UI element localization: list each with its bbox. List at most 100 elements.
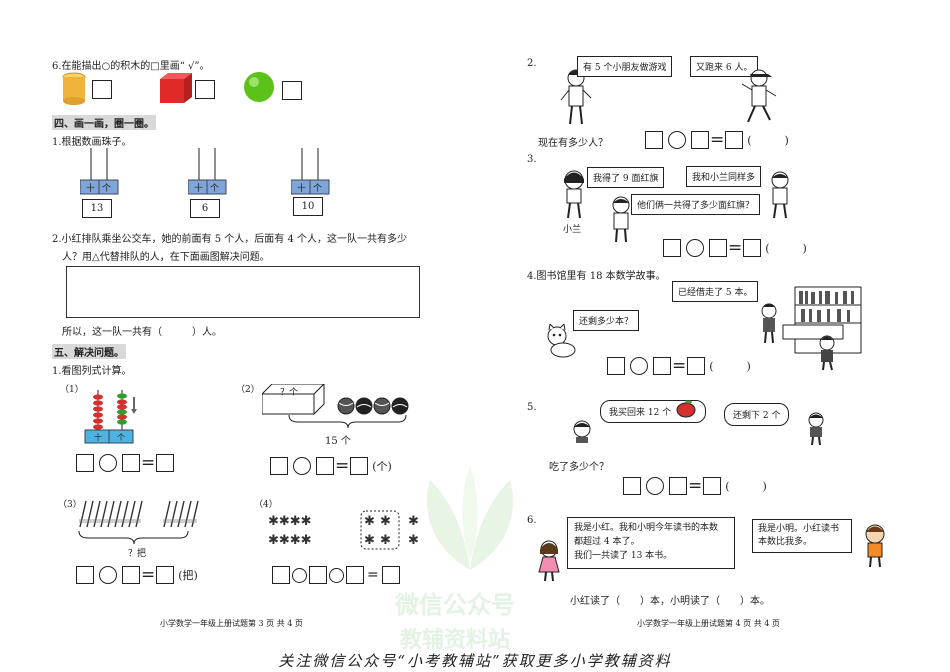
operator-circle[interactable] [630, 357, 648, 375]
equals-sign: = [141, 565, 156, 585]
insects-picture: ✱✱✱✱✱✱✱✱ ✱✱ ✱✱ ✱✱ [268, 510, 428, 554]
equation-1: = [76, 453, 175, 473]
answer-box[interactable] [663, 239, 681, 257]
operator-circle[interactable] [668, 131, 686, 149]
section4-heading: 四、画一画，圈一圈。 [52, 115, 156, 130]
answer-box[interactable] [607, 357, 625, 375]
answer-box[interactable] [691, 131, 709, 149]
abacus-value-2: 6 [190, 199, 220, 218]
equation-r2: =( ) [645, 131, 789, 149]
answer-box[interactable] [725, 131, 744, 149]
q6-text: 6.在能描出○的积木的□里画“ √”。 [52, 61, 210, 72]
cat-figure [543, 322, 579, 362]
answer-box[interactable] [156, 454, 175, 472]
checkbox-cube[interactable] [195, 80, 215, 99]
q6-number: 6. [527, 515, 537, 526]
answer-box[interactable] [623, 477, 641, 495]
equation-3: =(把) [76, 566, 198, 584]
equation-2: =(个) [270, 457, 392, 475]
answer-box[interactable] [381, 566, 400, 584]
abacus-tens-label: 十 [194, 184, 204, 194]
watermark-logo [395, 440, 545, 580]
checkbox-cylinder[interactable] [92, 80, 112, 99]
answer-box[interactable] [703, 477, 722, 495]
answer-paren[interactable]: ( ) [709, 360, 751, 373]
q6-question: 小红读了（ ）本，小明读了（ ）本。 [570, 596, 770, 607]
bubble-q3-b: 我和小兰同样多 [686, 166, 762, 187]
answer-paren[interactable]: ( ) [747, 134, 789, 147]
bubble-q5-b: 还剩下 2 个 [724, 403, 790, 426]
balls-picture [336, 396, 412, 420]
kid-head-figure [571, 420, 593, 448]
abacus-ones-label: 个 [102, 184, 112, 194]
footer-left: 小学数学一年级上册试题第 3 页 共 4 页 [160, 619, 303, 628]
answer-box[interactable] [156, 566, 175, 584]
answer-box[interactable] [645, 131, 663, 149]
checkbox-ball[interactable] [282, 81, 302, 100]
operator-circle[interactable] [99, 454, 117, 472]
equation-r3: =( ) [663, 239, 807, 257]
bubble-q2-a: 有 5 个小朋友做游戏 [577, 56, 673, 77]
part-4-label: （4） [254, 500, 278, 510]
answer-box[interactable] [346, 566, 364, 584]
operator-circle[interactable] [686, 239, 704, 257]
footer-right: 小学数学一年级上册试题第 4 页 共 4 页 [637, 619, 780, 628]
answer-box[interactable] [122, 566, 140, 584]
svg-text:✱: ✱ [380, 514, 391, 529]
brace-3 [78, 530, 190, 550]
operator-circle[interactable] [292, 567, 307, 583]
girl-figure-xiaohong [537, 540, 561, 586]
abacus-beads-picture: 十个 [84, 385, 144, 449]
operator-circle[interactable] [293, 457, 311, 475]
operator-circle[interactable] [329, 567, 344, 583]
answer-box[interactable] [669, 477, 687, 495]
answer-box[interactable] [653, 357, 671, 375]
equation-4: = [272, 566, 400, 584]
answer-box[interactable] [687, 357, 706, 375]
abacus-3: 十 个 [290, 148, 331, 200]
bubble-q6-b: 我是小明。小红读书 本数比我多。 [752, 519, 852, 553]
q3-number: 3. [527, 154, 537, 165]
bubble-q6-b-line2: 本数比我多。 [758, 537, 813, 547]
operator-circle[interactable] [99, 566, 117, 584]
bubble-q4-b: 还剩多少本？ [573, 310, 640, 331]
part-2-label: （2） [236, 385, 260, 395]
svg-text:✱: ✱ [408, 514, 419, 529]
answer-box[interactable] [350, 457, 369, 475]
q2-question: 现在有多少人？ [538, 138, 608, 149]
q4-1-text: 1.根据数画珠子。 [52, 137, 132, 148]
answer-box[interactable] [743, 239, 762, 257]
operator-circle[interactable] [646, 477, 664, 495]
answer-box[interactable] [270, 457, 288, 475]
equals-sign: = [141, 453, 156, 473]
bubble-q6-b-line1: 我是小明。小红读书 [758, 524, 840, 534]
answer-box[interactable] [76, 566, 94, 584]
bubble-q2-b: 又跑来 6 人。 [690, 56, 759, 77]
xiaolan-label: 小兰 [563, 225, 582, 235]
bubble-q6-a-line2: 都超过 4 本了。 [574, 537, 640, 547]
answer-paren[interactable]: ( ) [765, 242, 807, 255]
watermark-site: 教辅资料站 [400, 628, 511, 653]
answer-box[interactable] [272, 566, 290, 584]
answer-box[interactable] [122, 454, 140, 472]
bubble-q6-a: 我是小红。我和小明今年读书的本数 都超过 4 本了。 我们一共读了 13 本书。 [567, 517, 735, 569]
answer-box[interactable] [709, 239, 727, 257]
q5-question: 吃了多少个？ [549, 462, 609, 473]
abacus-2: 十 个 [187, 148, 228, 200]
svg-text:个: 个 [117, 433, 125, 442]
box-picture [260, 382, 332, 420]
part-1-label: （1） [60, 385, 84, 395]
apple-icon [675, 399, 697, 422]
svg-text:✱: ✱ [364, 514, 375, 529]
equals-sign: = [335, 456, 350, 476]
bubble-q3-a: 我得了 9 面红旗 [587, 167, 665, 188]
section5-heading: 五、解决问题。 [52, 344, 126, 359]
answer-box[interactable] [316, 457, 334, 475]
answer-paren[interactable]: ( ) [725, 480, 767, 493]
svg-text:十: 十 [94, 432, 102, 442]
answer-box[interactable] [76, 454, 94, 472]
answer-box[interactable] [309, 566, 327, 584]
q4-2-line2: 人？用△代替排队的人，在下面画图解决问题。 [62, 252, 270, 263]
bottom-banner: 关注微信公众号“小考教辅站”获取更多小学教辅资料 [278, 652, 672, 670]
drawing-area[interactable] [66, 266, 420, 318]
